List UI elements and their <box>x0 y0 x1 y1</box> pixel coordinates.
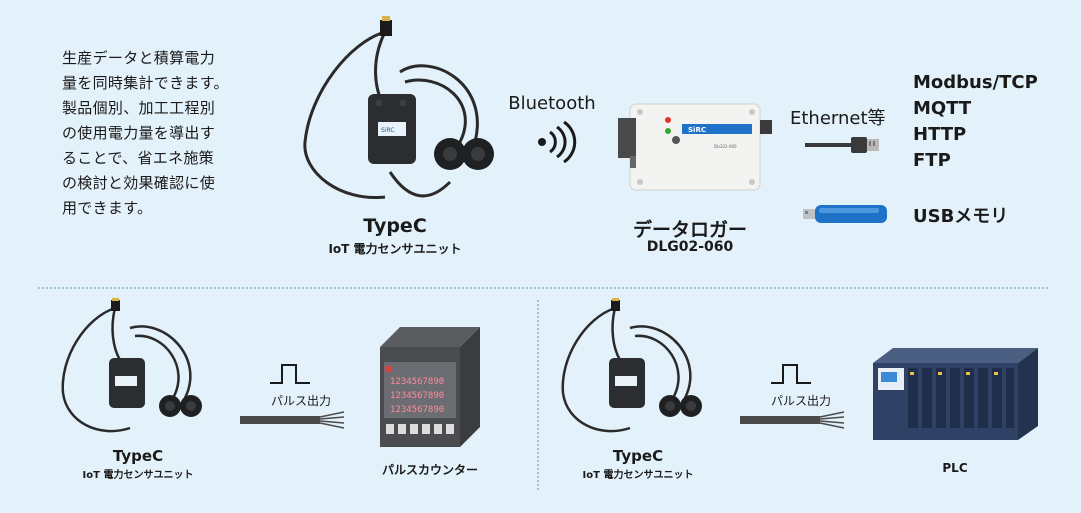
ethernet-cable-icon <box>805 137 879 153</box>
protocol-http: HTTP <box>913 124 967 145</box>
usb-stick-icon <box>803 205 887 223</box>
data-logger-image: SiRC DLG02-060 <box>618 103 772 191</box>
protocol-ftp: FTP <box>913 150 951 171</box>
plc-label: PLC <box>942 461 968 475</box>
sensor-subtitle: IoT 電力センサユニット <box>328 242 462 256</box>
description-text: 生産データと積算電力 量を同時集計できます。 製品個別、加工工程別 の使用電力量… <box>62 46 262 221</box>
pulse-signal-icon-right <box>771 364 811 384</box>
sensor-title-bottom-left: TypeC <box>112 447 164 465</box>
plc-image <box>873 348 1038 440</box>
iot-sensor-image-small-right <box>561 298 702 433</box>
pulse-signal-icon <box>270 364 310 384</box>
sensor-title: TypeC <box>363 215 427 237</box>
description-line: 製品個別、加工工程別 <box>62 99 216 117</box>
divider-horizontal <box>38 287 1048 289</box>
bluetooth-signal-icon <box>538 120 577 164</box>
sensor-label: SiRC <box>381 127 395 134</box>
logger-small-model: DLG02-060 <box>714 144 737 149</box>
iot-sensor-image: SiRC <box>303 16 494 200</box>
counter-display-row: 1234567890 <box>390 391 444 401</box>
protocol-modbus: Modbus/TCP <box>913 72 1038 93</box>
pulse-cable-icon <box>240 411 345 429</box>
usb-label: USBメモリ <box>913 206 1009 227</box>
protocol-list: Modbus/TCP MQTT HTTP FTP <box>913 70 1038 174</box>
pulse-counter-label: パルスカウンター <box>381 463 478 477</box>
counter-display-row: 1234567890 <box>390 405 444 415</box>
description-line: ることで、省エネ施策 <box>62 149 214 167</box>
logger-model: DLG02-060 <box>646 239 734 255</box>
logger-title: データロガー <box>632 219 747 241</box>
pulse-counter-image: 1234567890 1234567890 1234567890 <box>380 327 480 447</box>
sensor-subtitle-bottom-left: IoT 電力センサユニット <box>82 470 194 481</box>
iot-sensor-image-small <box>61 298 202 433</box>
description-line: 用できます。 <box>62 199 153 217</box>
sensor-title-bottom-right: TypeC <box>612 447 664 465</box>
pulse-label-left: パルス出力 <box>270 394 331 408</box>
bluetooth-label: Bluetooth <box>508 93 596 114</box>
protocol-mqtt: MQTT <box>913 98 972 119</box>
logger-brand: SiRC <box>688 126 706 134</box>
pulse-label-right: パルス出力 <box>770 394 831 408</box>
description-line: 生産データと積算電力 <box>62 49 216 67</box>
description-line: の使用電力量を導出す <box>62 124 216 142</box>
divider-vertical <box>537 300 539 490</box>
description-line: の検討と効果確認に使 <box>62 174 216 192</box>
ethernet-label: Ethernet等 <box>790 108 886 129</box>
sensor-subtitle-bottom-right: IoT 電力センサユニット <box>582 470 694 481</box>
description-line: 量を同時集計できます。 <box>62 74 229 92</box>
counter-display-row: 1234567890 <box>390 377 444 387</box>
pulse-cable-icon-right <box>740 411 845 429</box>
